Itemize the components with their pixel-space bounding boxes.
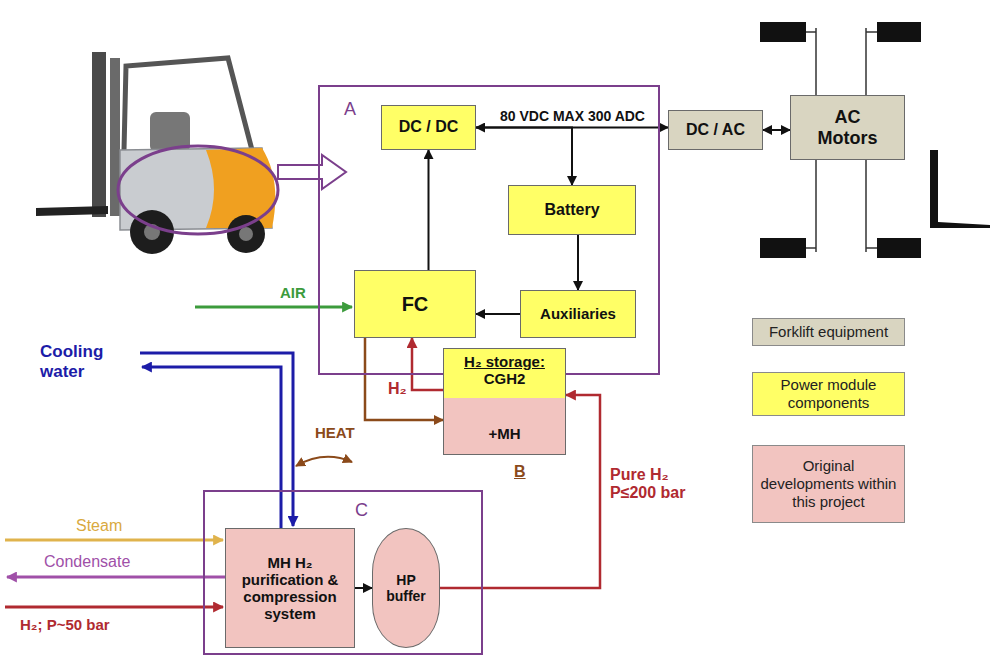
fork <box>36 206 108 216</box>
node-text: Battery <box>544 201 599 219</box>
motor-box: AC Motors <box>790 95 905 160</box>
purification-box: MH H₂ purification & compression system <box>225 528 355 648</box>
cooling-water-label: Cooling water <box>40 342 132 383</box>
edge-label: Pure H₂ P≤200 bar <box>608 466 710 503</box>
node-text: DC / AC <box>686 121 745 139</box>
connector-arrow <box>412 338 443 390</box>
node-text: FC <box>402 293 429 316</box>
legend-text: Original developments within this projec… <box>759 457 898 511</box>
forklift-schematic <box>760 22 990 258</box>
air-arrow <box>195 306 352 309</box>
forklift-photo <box>36 52 346 254</box>
wheel <box>877 238 921 258</box>
connector-arrow <box>355 587 372 589</box>
condensate-label: Condensate <box>44 552 130 571</box>
wheel <box>760 22 806 42</box>
connector-arrow <box>476 128 572 186</box>
node-text: DC / DC <box>399 118 459 136</box>
node-text: CGH2 <box>484 370 526 387</box>
fork-blade <box>938 222 990 228</box>
highlight-ellipse <box>118 146 278 234</box>
wheel <box>227 215 265 253</box>
inverter-box: DC / AC <box>668 110 763 150</box>
connector-arrow <box>476 313 520 315</box>
hydrogen-storage-box: H₂ storage:CGH2+MHB <box>443 348 566 455</box>
edge-label: H₂ <box>386 380 409 398</box>
cooling-out-arrow <box>142 367 281 528</box>
legend-text: Power module components <box>759 376 898 412</box>
node-text: AC Motors <box>809 107 887 148</box>
node-text: B <box>514 463 526 481</box>
node-text: +MH <box>488 425 520 442</box>
section-letter: C <box>355 500 368 521</box>
hydrogen-feed-label: H₂; P~50 bar <box>20 616 110 634</box>
buffer-tank: HP buffer <box>372 528 440 648</box>
connector-arrow <box>365 338 443 420</box>
edge-label: HEAT <box>313 424 357 441</box>
axle <box>806 31 816 33</box>
steam-arrow <box>5 539 223 542</box>
legend-swatch: Original developments within this projec… <box>752 445 905 523</box>
wheel <box>760 238 806 258</box>
air-label: AIR <box>280 284 306 302</box>
fork-mast <box>930 150 938 228</box>
fuel-cell-box: FC <box>354 270 476 338</box>
node-text: HP buffer <box>378 572 434 604</box>
legend-swatch: Forklift equipment <box>752 318 905 346</box>
legend-text: Forklift equipment <box>769 323 888 341</box>
axle <box>866 247 877 249</box>
power-module-frame: A DC / DC BatteryFC Auxiliaries <box>318 85 660 375</box>
mast <box>92 52 106 217</box>
condensate-arrow <box>7 576 225 579</box>
legend-swatch: Power module components <box>752 372 905 416</box>
wheel <box>877 22 921 42</box>
connector-arrow <box>577 235 579 290</box>
cooling-in-arrow <box>140 353 293 526</box>
connector-arrow <box>763 129 790 131</box>
axle <box>806 247 816 249</box>
section-letter: A <box>344 99 356 120</box>
battery-box: Battery <box>508 185 636 235</box>
compression-unit-frame: C MH H₂ purification & compression system… <box>203 490 483 655</box>
hub <box>239 227 253 241</box>
node-text: Auxiliaries <box>540 305 616 322</box>
node-text: MH H₂ purification & compression system <box>231 554 349 623</box>
hollow-arrow <box>278 155 346 189</box>
hydrogen-feed-arrow <box>5 606 223 609</box>
edge-label: 80 VDC MAX 300 ADC <box>498 108 647 124</box>
node-text: H₂ storage: <box>464 353 545 370</box>
axle <box>866 31 877 33</box>
heat-exchange-arrow <box>296 457 352 466</box>
connector-arrow <box>428 150 430 270</box>
steam-label: Steam <box>76 516 122 535</box>
auxiliaries-box: Auxiliaries <box>520 290 636 338</box>
converter-box: DC / DC <box>381 105 476 150</box>
